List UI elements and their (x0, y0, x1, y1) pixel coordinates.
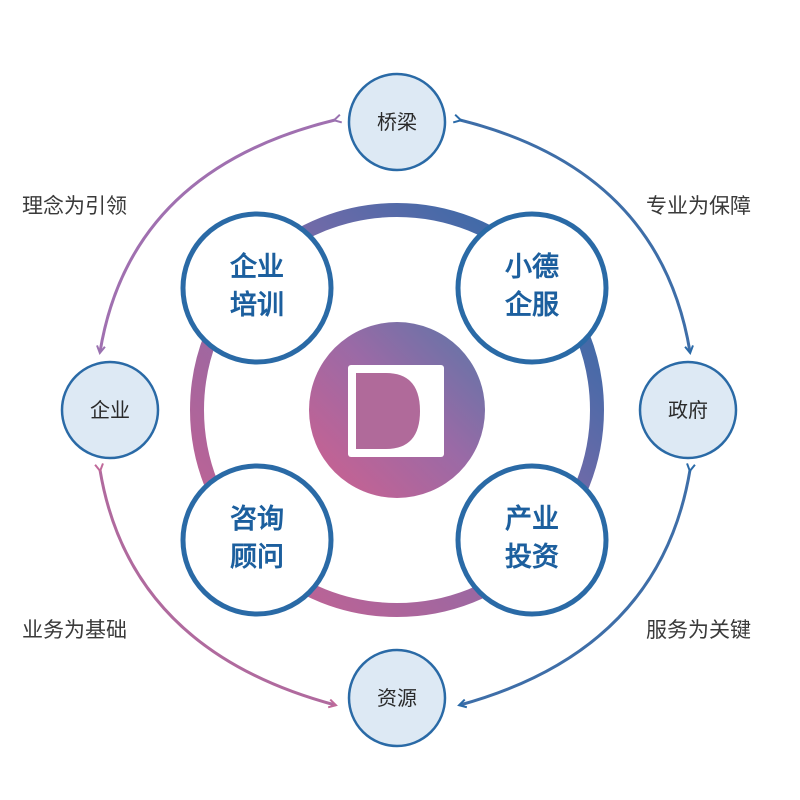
outer-node-right: 政府 (638, 360, 738, 460)
side-label-top-left: 理念为引领 (22, 194, 127, 218)
inner-label-line1: 小德 (505, 252, 559, 283)
arc-top-left (100, 120, 335, 352)
outer-node-label: 政府 (668, 398, 708, 422)
main-ring (190, 203, 604, 617)
inner-node-bottom-left: 咨询 顾问 (180, 463, 334, 617)
inner-label-line1: 企业 (230, 251, 284, 283)
outer-node-label: 桥梁 (377, 110, 417, 134)
inner-node-bottom-right: 产业 投资 (455, 463, 609, 617)
outer-node-label: 资源 (377, 686, 417, 710)
inner-label-line2: 投资 (505, 542, 559, 573)
inner-label-line1: 咨询 (230, 504, 284, 535)
arc-bottom-left (100, 470, 335, 705)
arc-top-right (460, 120, 690, 352)
outer-node-bottom: 资源 (347, 648, 447, 748)
inner-node-top-right: 小德 企服 (455, 211, 609, 365)
side-label-bottom-right: 服务为关键 (646, 618, 751, 642)
arc-bottom-right (460, 470, 690, 705)
logo-icon (348, 365, 444, 457)
outer-node-left: 企业 (60, 360, 160, 460)
inner-label-line2: 顾问 (230, 542, 284, 573)
side-label-bottom-left: 业务为基础 (22, 618, 127, 642)
side-label-top-right: 专业为保障 (646, 194, 751, 218)
inner-label-line2: 培训 (230, 290, 284, 321)
inner-node-top-left: 企业 培训 (180, 211, 334, 365)
inner-label-line1: 产业 (505, 504, 559, 535)
outer-node-label: 企业 (90, 398, 130, 422)
outer-node-top: 桥梁 (347, 72, 447, 172)
inner-label-line2: 企服 (505, 289, 560, 321)
